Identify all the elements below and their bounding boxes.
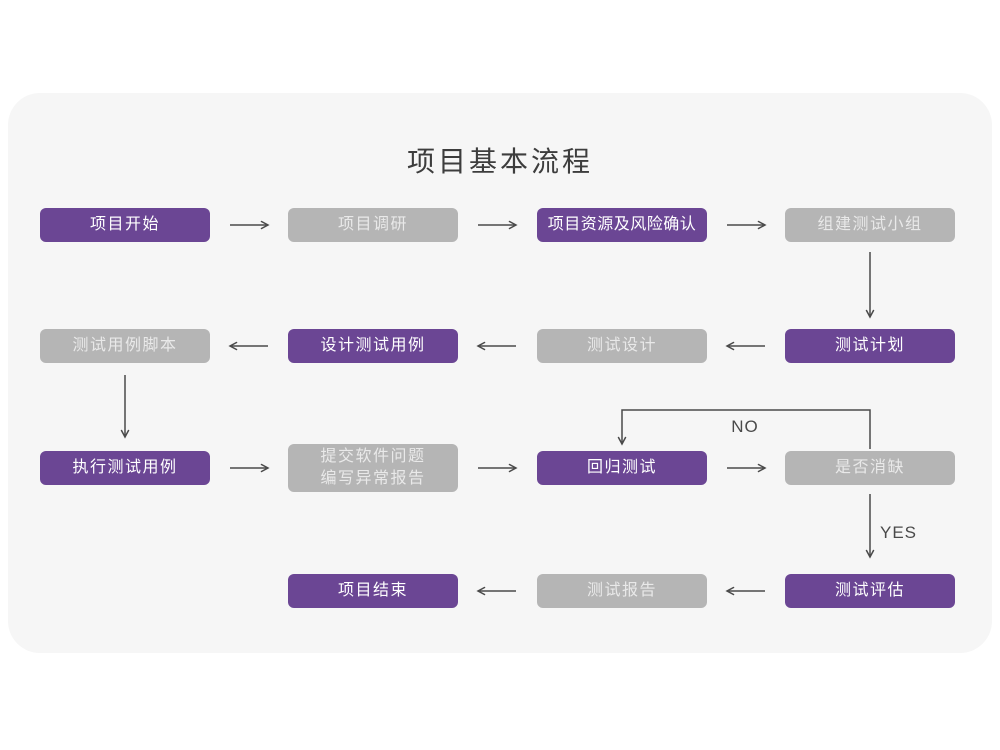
node-test-report: 测试报告 xyxy=(537,574,707,608)
node-defect-cleared: 是否消缺 xyxy=(785,451,955,485)
node-execute-test-case: 执行测试用例 xyxy=(40,451,210,485)
node-regression-test: 回归测试 xyxy=(537,451,707,485)
diagram-title: 项目基本流程 xyxy=(406,146,593,177)
node-project-start: 项目开始 xyxy=(40,208,210,242)
node-test-case-script: 测试用例脚本 xyxy=(40,329,210,363)
node-resource-risk: 项目资源及风险确认 xyxy=(537,208,707,242)
node-design-test-case: 设计测试用例 xyxy=(288,329,458,363)
node-project-research: 项目调研 xyxy=(288,208,458,242)
node-test-plan: 测试计划 xyxy=(785,329,955,363)
flowchart-card xyxy=(8,93,992,653)
node-test-design: 测试设计 xyxy=(537,329,707,363)
node-build-test-team: 组建测试小组 xyxy=(785,208,955,242)
node-submit-issue-report: 提交软件问题 编写异常报告 xyxy=(288,444,458,492)
node-test-evaluate: 测试评估 xyxy=(785,574,955,608)
no-branch-label: NO xyxy=(731,417,759,436)
yes-branch-label: YES xyxy=(880,523,918,542)
node-project-end: 项目结束 xyxy=(288,574,458,608)
